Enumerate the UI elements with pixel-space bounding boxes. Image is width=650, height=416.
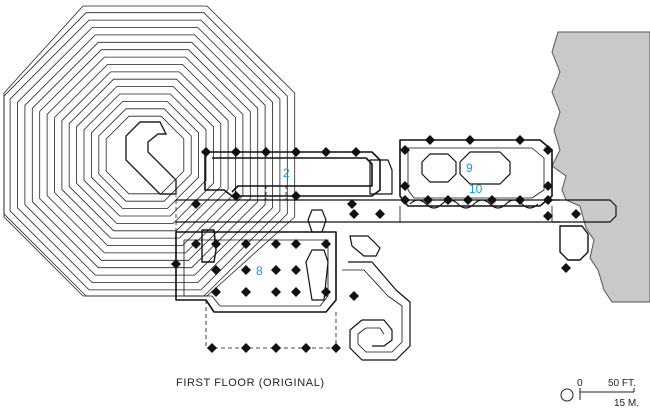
column-marker <box>347 199 357 209</box>
amphitheater-steps <box>3 5 296 297</box>
column-marker <box>351 147 361 157</box>
column-marker <box>349 209 359 219</box>
column-marker <box>321 239 331 249</box>
amphitheater-step <box>91 101 200 210</box>
amphitheater-step <box>31 41 259 269</box>
stage-hook <box>125 121 177 195</box>
column-marker <box>291 265 301 275</box>
column-marker <box>423 195 433 205</box>
column-marker <box>515 195 525 205</box>
column-marker <box>463 195 473 205</box>
amphitheater-step <box>83 93 207 217</box>
column-marker <box>271 265 281 275</box>
column-marker <box>271 239 281 249</box>
amphitheater-step <box>68 78 222 232</box>
scale-feet-label: 50 FT. <box>608 378 636 389</box>
amphitheater-step <box>24 34 266 276</box>
amphitheater-step <box>98 108 192 202</box>
water-area <box>551 31 650 303</box>
column-marker <box>321 147 331 157</box>
room-10-label: 10 <box>469 182 483 196</box>
column-marker <box>515 135 525 145</box>
column-marker <box>231 147 241 157</box>
amphitheater-step <box>3 5 296 297</box>
columns <box>171 135 581 353</box>
column-marker <box>349 291 359 301</box>
room-2-label: 2 <box>283 166 290 180</box>
scale-meters-label: 15 M. <box>614 398 640 409</box>
room-8-label: 8 <box>256 264 263 278</box>
column-marker <box>301 343 311 353</box>
scale-zero-label: 0 <box>577 378 583 389</box>
column-marker <box>425 135 435 145</box>
column-marker <box>211 265 221 275</box>
amphitheater-step <box>9 19 281 291</box>
column-marker <box>271 287 281 297</box>
room-9-label: 9 <box>466 161 473 175</box>
amphitheater-step <box>3 12 288 297</box>
column-marker <box>207 343 217 353</box>
column-marker <box>465 135 475 145</box>
column-marker <box>241 343 251 353</box>
plan-title: FIRST FLOOR (ORIGINAL) <box>176 377 325 389</box>
scale-bar <box>560 388 635 402</box>
amphitheater-step <box>61 71 229 239</box>
column-marker <box>191 239 201 249</box>
column-marker <box>291 191 301 201</box>
column-marker <box>571 209 581 219</box>
amphitheater-step <box>54 64 236 246</box>
column-marker <box>211 287 221 297</box>
column-marker <box>171 259 181 269</box>
column-marker <box>543 181 553 191</box>
amphitheater-step <box>17 27 273 283</box>
column-marker <box>331 343 341 353</box>
column-marker <box>291 287 301 297</box>
amphitheater-step <box>46 56 244 254</box>
column-marker <box>321 287 331 297</box>
building-walls <box>175 139 617 361</box>
column-marker <box>561 263 571 273</box>
column-marker <box>543 195 553 205</box>
column-marker <box>400 181 410 191</box>
column-marker <box>231 191 241 201</box>
column-marker <box>261 147 271 157</box>
north-circle-icon <box>560 388 574 402</box>
amphitheater-step <box>105 115 185 195</box>
column-marker <box>375 209 385 219</box>
column-marker <box>241 239 251 249</box>
column-marker <box>291 239 301 249</box>
amphitheater-step <box>76 86 214 224</box>
column-marker <box>443 195 453 205</box>
column-marker <box>271 343 281 353</box>
column-marker <box>241 265 251 275</box>
room-labels: 2 8 9 10 <box>256 161 483 278</box>
column-marker <box>211 239 221 249</box>
column-marker <box>400 195 410 205</box>
column-marker <box>201 147 211 157</box>
column-marker <box>487 195 497 205</box>
amphitheater-step <box>39 49 251 261</box>
column-marker <box>191 199 201 209</box>
column-marker <box>543 211 553 221</box>
column-marker <box>241 287 251 297</box>
column-marker <box>400 145 410 155</box>
column-marker <box>543 145 553 155</box>
column-marker <box>291 147 301 157</box>
